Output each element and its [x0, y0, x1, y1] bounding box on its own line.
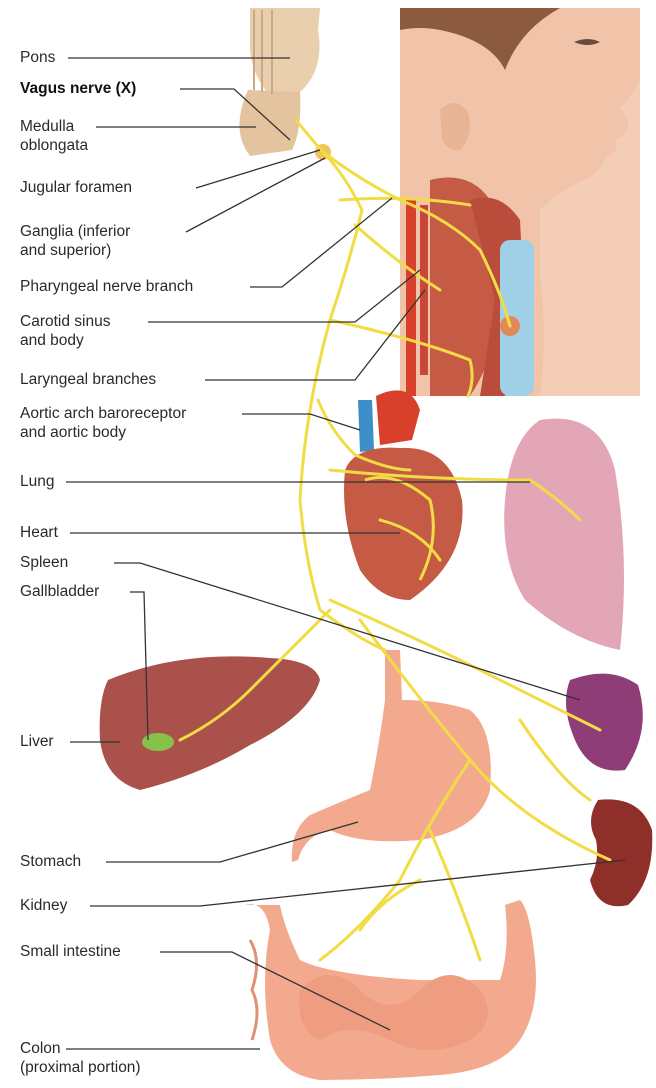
jugular-vein — [420, 205, 428, 375]
medulla-shape — [239, 90, 300, 156]
intestine-organs — [245, 900, 536, 1080]
label-aortic-arch: Aortic arch baroreceptor and aortic body — [20, 404, 186, 442]
carotid-artery — [406, 200, 416, 396]
label-vagus-nerve: Vagus nerve (X) — [20, 79, 136, 98]
label-spleen: Spleen — [20, 553, 68, 572]
label-pons: Pons — [20, 48, 55, 67]
label-gallbladder: Gallbladder — [20, 582, 99, 601]
brainstem — [239, 8, 331, 160]
label-kidney: Kidney — [20, 896, 67, 915]
label-pharyngeal-nerve-branch: Pharyngeal nerve branch — [20, 277, 193, 296]
kidney-organ — [590, 799, 652, 906]
label-carotid-sinus: Carotid sinus and body — [20, 312, 110, 350]
lung-organ — [504, 419, 624, 650]
label-liver: Liver — [20, 732, 54, 751]
label-laryngeal-branches: Laryngeal branches — [20, 370, 156, 389]
stomach-organ — [292, 650, 491, 862]
label-colon: Colon (proximal portion) — [20, 1039, 141, 1077]
label-lung: Lung — [20, 472, 54, 491]
gallbladder-shape — [142, 733, 174, 751]
pons-shape — [250, 8, 320, 96]
heart-organ — [344, 390, 463, 600]
label-small-intestine: Small intestine — [20, 942, 121, 961]
label-heart: Heart — [20, 523, 58, 542]
label-ganglia: Ganglia (inferior and superior) — [20, 222, 130, 260]
spleen-organ — [566, 674, 643, 771]
label-medulla-oblongata: Medulla oblongata — [20, 117, 88, 155]
label-stomach: Stomach — [20, 852, 81, 871]
label-jugular-foramen: Jugular foramen — [20, 178, 132, 197]
